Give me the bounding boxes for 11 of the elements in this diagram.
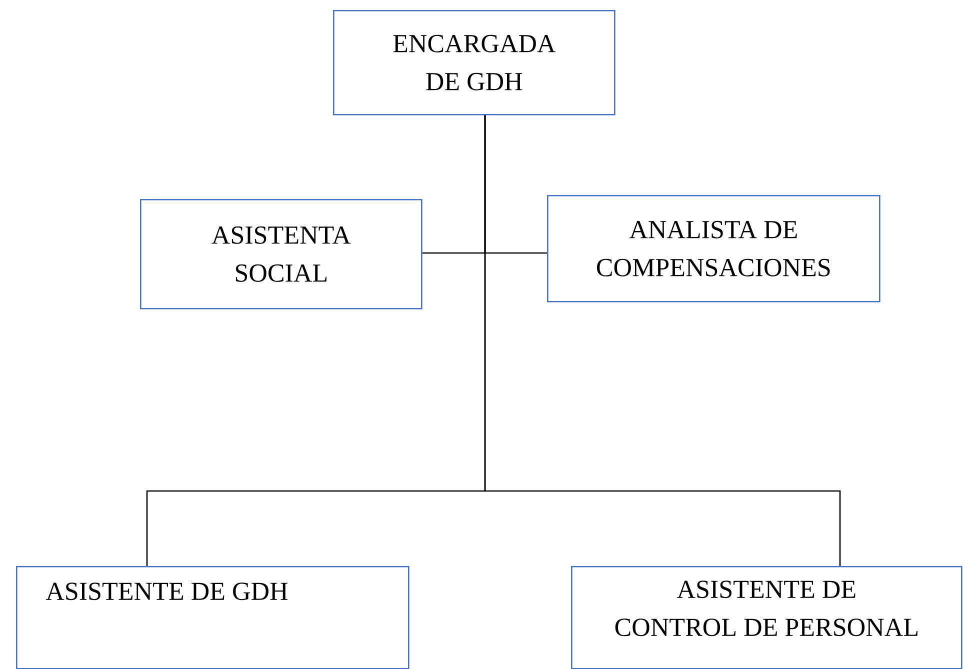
position-box [140,199,422,310]
box-label: ASISTENTA SOCIAL [212,226,351,282]
box-label: ASISTENTE DE GDH [46,582,288,600]
box-label: ANALISTA DE COMPENSACIONES [596,220,830,276]
box-label: ENCARGADA DE GDH [393,34,556,90]
position-box [16,566,410,669]
position-box [571,566,962,669]
position-box [547,195,880,302]
position-box [333,10,616,116]
connector-line [484,115,841,566]
box-label: ASISTENTE DE CONTROL DE PERSONAL [615,580,918,636]
